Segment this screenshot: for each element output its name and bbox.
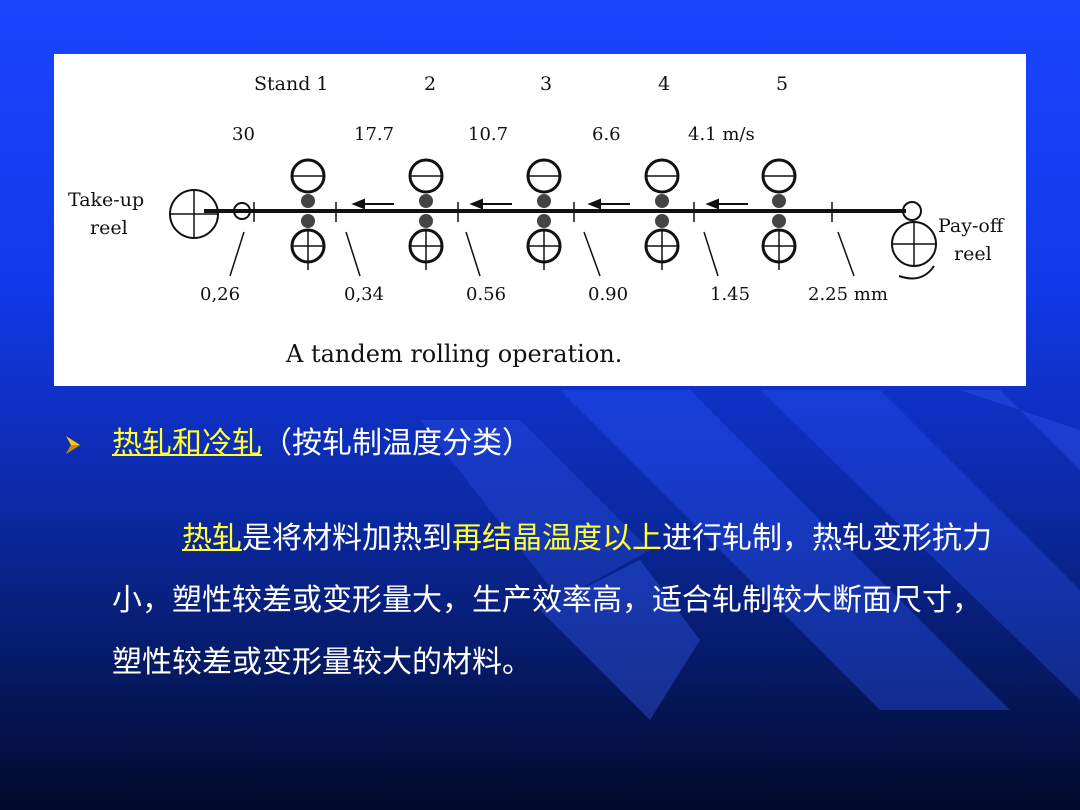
tandem-rolling-diagram: Stand 1 2 3 4 5 30 17.7 10.7 6.6 4.1 m/s… (68, 73, 1005, 368)
heading-highlight: 热轧和冷轧 (112, 426, 262, 461)
speed-label: 17.7 (354, 124, 394, 145)
paragraph-text: 是将材料加热到 (242, 521, 452, 556)
arrow-bullet-icon (66, 436, 80, 454)
paragraph-emphasis: 再结晶温度以上 (452, 521, 662, 556)
speed-label: 10.7 (468, 124, 508, 145)
heading-subtitle: （按轧制温度分类） (262, 426, 532, 461)
takeup-reel-label: reel (90, 217, 128, 239)
stand-label: 3 (540, 73, 552, 95)
speed-label: 6.6 (592, 124, 621, 145)
roll-stand (290, 158, 326, 270)
stand-label: Stand 1 (254, 73, 329, 95)
thickness-label: 0,26 (200, 284, 240, 305)
stand-label: 5 (776, 73, 788, 95)
roll-stand (408, 158, 444, 270)
roll-stand (644, 158, 680, 270)
thickness-leader-lines (229, 202, 855, 277)
figure-caption: A tandem rolling operation. (285, 340, 622, 368)
takeup-reel-label: Take-up (68, 189, 144, 211)
payoff-reel-label: reel (954, 243, 992, 265)
roll-stand (526, 158, 562, 270)
rolling-diagram-figure: Stand 1 2 3 4 5 30 17.7 10.7 6.6 4.1 m/s… (54, 54, 1026, 386)
payoff-reel-label: Pay-off (938, 215, 1005, 237)
roll-stand (761, 158, 797, 270)
thickness-label: 1.45 (710, 284, 750, 305)
paragraph-term: 热轧 (182, 521, 242, 556)
direction-arrow (351, 198, 748, 210)
stand-label: 2 (424, 73, 436, 95)
thickness-label: 0.56 (466, 284, 506, 305)
body-paragraph: 热轧是将材料加热到再结晶温度以上进行轧制，热轧变形抗力小，塑性较差或变形量大，生… (112, 508, 992, 694)
stand-label: 4 (658, 73, 670, 95)
speed-label: 30 (232, 124, 255, 145)
thickness-label: 2.25 mm (808, 284, 888, 305)
paragraph-text: 进行轧制，热轧变形抗力小，塑性较差或变形量大，生产效率高，适合轧制较大断面尺寸，… (112, 521, 992, 680)
thickness-label: 0.90 (588, 284, 628, 305)
thickness-label: 0,34 (344, 284, 384, 305)
section-heading: 热轧和冷轧（按轧制温度分类） (112, 422, 532, 466)
speed-label: 4.1 m/s (688, 124, 755, 145)
